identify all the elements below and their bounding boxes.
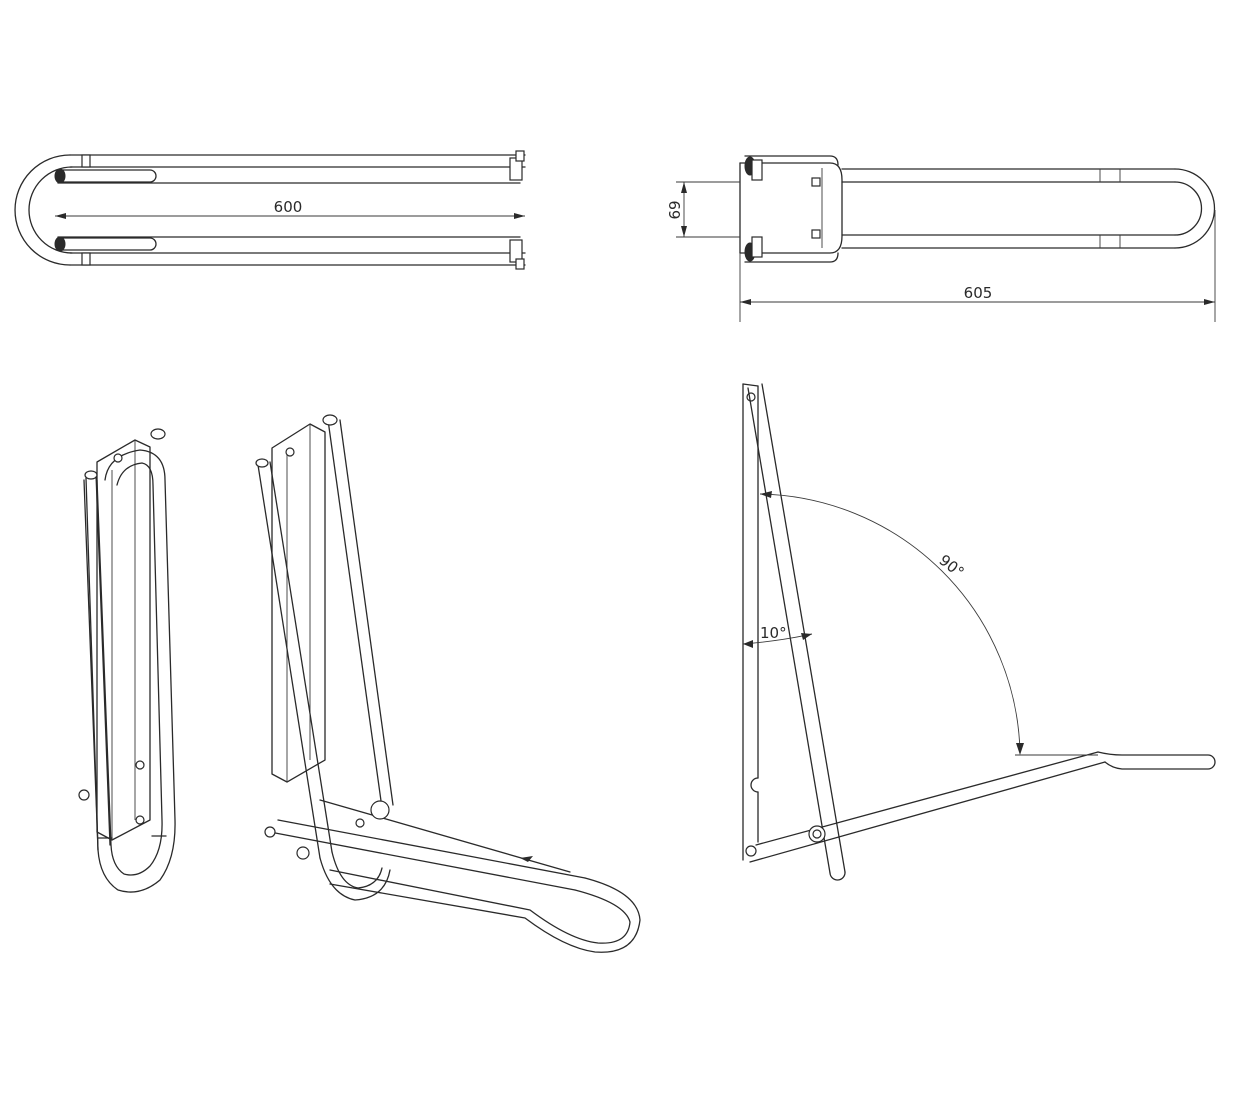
iso-view-folded — [78, 428, 176, 893]
angle-90-label: 90° — [936, 551, 968, 582]
dimension-600-label: 600 — [274, 198, 303, 216]
angle-10-label: 10° — [760, 624, 787, 642]
dimension-605-label: 605 — [964, 284, 993, 302]
top-view: 600 — [14, 150, 526, 270]
angle-elevation: 10° 90° — [742, 383, 1216, 881]
dimension-69-label: 69 — [666, 200, 684, 219]
iso-view-open — [255, 414, 641, 953]
side-view: 69 605 — [666, 155, 1216, 322]
